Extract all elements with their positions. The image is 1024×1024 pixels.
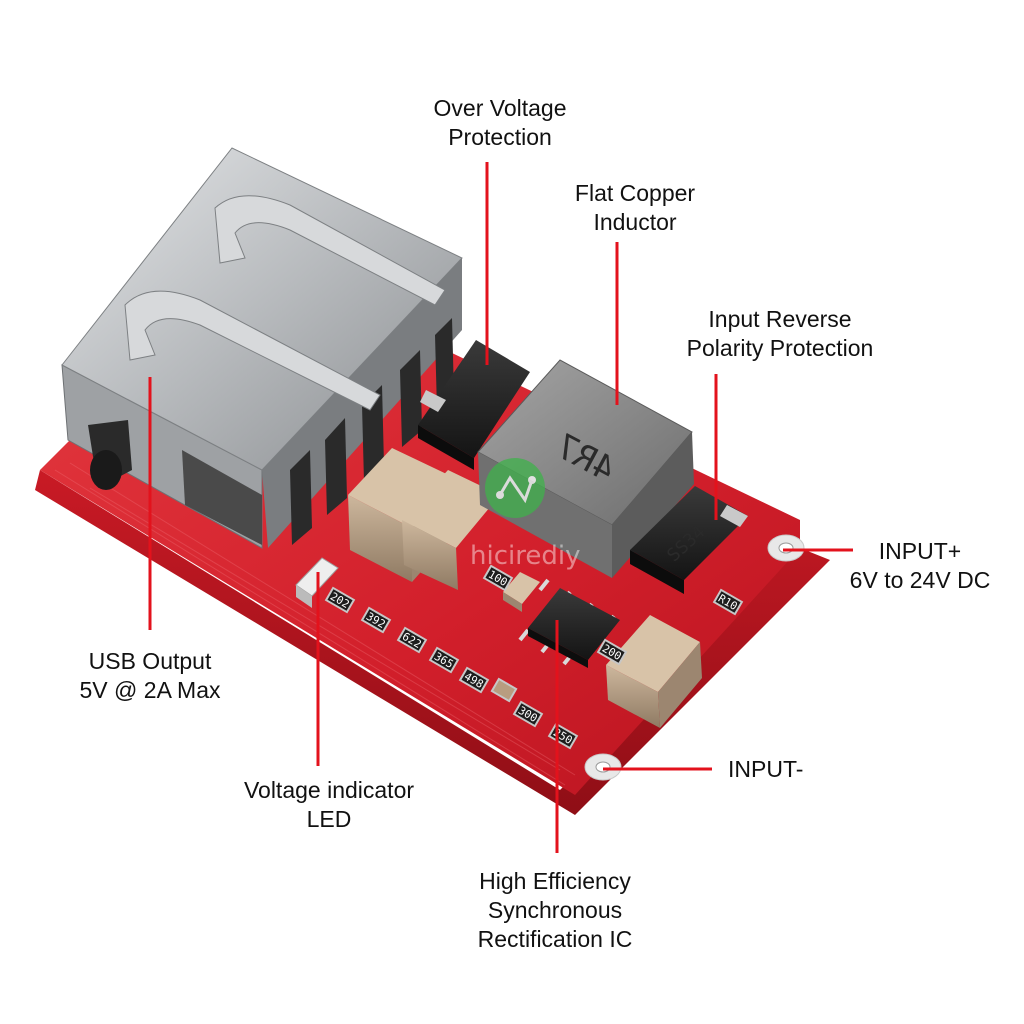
leader-lines — [148, 162, 853, 853]
label-sync-ic: High Efficiency Synchronous Rectificatio… — [477, 868, 633, 952]
capacitor-icon — [348, 448, 500, 590]
label-flat-copper-inductor: Flat Copper Inductor — [574, 180, 696, 235]
label-usb-output: USB Output 5V @ 2A Max — [79, 648, 221, 703]
input-plus-pad — [767, 534, 805, 562]
reverse-polarity-diode-icon: SS34 — [630, 486, 748, 594]
output-capacitor-icon — [606, 615, 702, 728]
small-capacitor-icon — [503, 572, 540, 612]
label-input-reverse: Input Reverse Polarity Protection — [686, 306, 874, 361]
usb-port-icon — [61, 147, 463, 549]
over-voltage-diode-icon — [418, 340, 530, 470]
watermark-text: hicirediy — [470, 541, 580, 571]
label-input-minus: INPUT- — [728, 756, 804, 782]
input-minus-pad — [584, 753, 622, 781]
label-over-voltage: Over Voltage Protection — [433, 95, 567, 150]
watermark-logo-icon — [485, 458, 545, 518]
label-input-plus: INPUT+ 6V to 24V DC — [849, 538, 991, 593]
label-voltage-led: Voltage indicator LED — [243, 777, 415, 832]
